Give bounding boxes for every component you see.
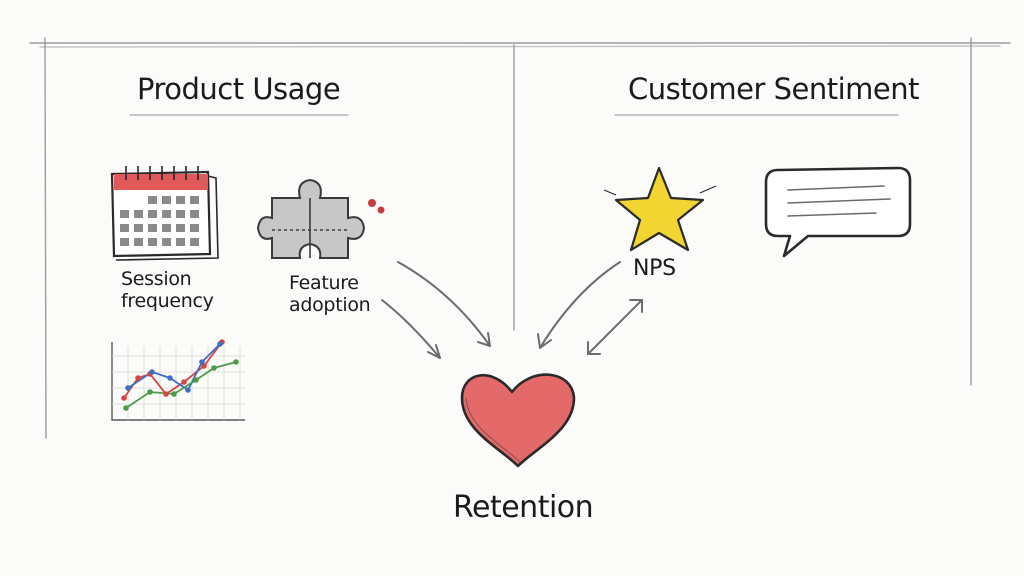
chart-point xyxy=(149,369,155,375)
chart-point xyxy=(121,395,127,401)
frame xyxy=(29,37,1011,439)
calendar-day-cell xyxy=(176,224,185,232)
calendar-day-cell xyxy=(190,238,199,246)
calendar-day-cell xyxy=(148,224,157,232)
chart-point xyxy=(211,365,217,371)
calendar-day-cell xyxy=(148,210,157,218)
chart-point xyxy=(123,405,129,411)
calendar-day-cell xyxy=(162,210,171,218)
speech-bubble-icon xyxy=(764,166,912,258)
arrows xyxy=(381,261,643,359)
calendar-day-cell xyxy=(190,224,199,232)
calendar-day-cell xyxy=(162,238,171,246)
heart-icon xyxy=(460,373,576,468)
chart-point xyxy=(135,375,141,381)
session-frequency-label: Session frequency xyxy=(121,268,214,312)
chart-point xyxy=(185,387,191,393)
feature-label-line2: adoption xyxy=(289,294,371,316)
chart-point xyxy=(163,391,169,397)
calendar-day-cell xyxy=(134,238,143,246)
product-usage-title: Product Usage xyxy=(137,72,341,106)
chart-point xyxy=(233,359,239,365)
frame-top-line-2 xyxy=(39,45,1001,48)
nps-label: NPS xyxy=(633,256,676,281)
chart-point xyxy=(181,379,187,385)
calendar-day-cell xyxy=(134,210,143,218)
customer-sentiment-title: Customer Sentiment xyxy=(628,72,919,106)
arrow-feature-to-retention xyxy=(381,299,441,359)
retention-label: Retention xyxy=(453,490,594,525)
calendar-day-cell xyxy=(120,210,129,218)
chart-point xyxy=(171,391,177,397)
calendar-day-cell xyxy=(134,224,143,232)
session-label-line1: Session xyxy=(121,268,192,290)
line-chart-icon xyxy=(111,339,245,421)
calendar-day-cell xyxy=(162,224,171,232)
calendar-day-cell xyxy=(190,210,199,218)
session-label-line2: frequency xyxy=(121,290,214,312)
arrow-nps-to-retention xyxy=(537,261,621,349)
feature-label-line1: Feature xyxy=(289,272,359,294)
calendar-day-cell xyxy=(120,238,129,246)
arrow-usage-to-retention xyxy=(397,261,491,347)
calendar-day-cell xyxy=(190,196,199,204)
chart-point xyxy=(193,377,199,383)
calendar-day-cell xyxy=(176,210,185,218)
star-icon xyxy=(603,166,717,252)
calendar-day-cell xyxy=(176,238,185,246)
chart-point xyxy=(125,385,131,391)
chart-point xyxy=(217,341,223,347)
frame-left-line xyxy=(44,37,47,439)
calendar-icon xyxy=(110,166,219,261)
calendar-day-cell xyxy=(148,238,157,246)
chart-point xyxy=(199,359,205,365)
calendar-day-cell xyxy=(162,196,171,204)
arrow-nps-retention-bidirectional xyxy=(587,299,643,355)
calendar-day-cell xyxy=(120,224,129,232)
chart-point xyxy=(147,389,153,395)
calendar-day-cell xyxy=(176,196,185,204)
feature-adoption-label: Feature adoption xyxy=(289,272,371,316)
chart-point xyxy=(167,375,173,381)
calendar-day-cell xyxy=(148,196,157,204)
puzzle-icon xyxy=(256,178,385,259)
